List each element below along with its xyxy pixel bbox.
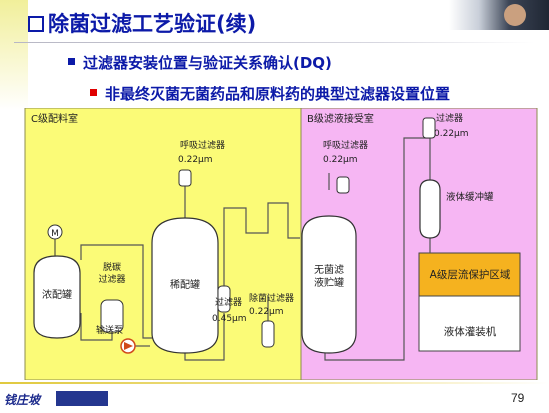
dilute-tank-label: 稀配罐 [170,278,200,291]
filling-machine [418,295,521,352]
sterile-receiving-tank [301,215,357,354]
buffer-tank-label: 液体缓冲罐 [446,191,494,203]
corner-decoration [0,0,28,110]
receiving-tank-label: 无菌滤液贮罐 [314,263,344,289]
a-grade-area-label: A级层流保护区域 [430,268,511,281]
bullet-level2-text: 非最终灭菌无菌药品和原料药的典型过滤器设置位置 [105,85,451,103]
checkbox-bullet-icon [28,16,44,32]
decarbon-filter-label: 脱碳过滤器 [98,261,125,285]
filter-layout-diagram: C级配料室 B级滤液接受室 A级层流保护区域 液体灌装机 M 浓配罐 脱碳过滤器… [24,108,538,380]
top-filter [422,117,436,139]
slide-title: 除菌过滤工艺验证(续) [28,8,256,38]
bullet-level1: 过滤器安装位置与验证关系确认(DQ) [68,52,332,73]
red-square-bullet-icon [90,89,97,96]
vent-filter-b-pore: 0.22μm [323,155,358,165]
filter-045-label: 过滤器 [215,296,242,308]
c-room-label: C级配料室 [31,112,78,125]
sterilizing-filter-label: 除菌过滤器 [249,292,294,304]
b-room-label: B级滤液接受室 [307,112,374,125]
a-grade-area [418,252,521,297]
filter-045-pore: 0.45μm [212,314,247,324]
top-filter-pore: 0.22μm [434,129,469,139]
vent-filter-b [336,176,350,194]
sterilizing-filter [261,320,275,348]
vent-filter-b-label: 呼吸过滤器 [323,139,368,151]
bullet-level2: 非最终灭菌无菌药品和原料药的典型过滤器设置位置 [90,83,450,104]
vent-filter-c [178,169,192,187]
pump-label: 输送泵 [96,324,123,336]
decarbon-filter [100,299,124,333]
page-number: 79 [511,391,525,405]
concentrate-tank-label: 浓配罐 [42,288,72,301]
slide-title-text: 除菌过滤工艺验证(续) [48,12,257,36]
filling-machine-label: 液体灌装机 [444,325,497,338]
sterilizing-filter-pore: 0.22μm [249,307,284,317]
company-name: 钱庄坡 [4,393,41,407]
title-bar: 除菌过滤工艺验证(续) [0,0,549,40]
concentrate-tank [33,255,81,339]
top-filter-label: 过滤器 [436,112,463,124]
logo-mark [56,391,108,406]
header-photo [449,0,549,30]
title-underline [14,42,534,43]
bullet-level1-text: 过滤器安装位置与验证关系确认(DQ) [83,54,332,72]
piping [80,137,431,361]
filter-045 [217,285,231,313]
vent-filter-c-pore: 0.22μm [178,155,213,165]
footer-rule [0,382,549,384]
buffer-tank [419,179,441,239]
company-logo: 钱庄坡 [2,389,112,409]
square-bullet-icon [68,58,75,65]
vent-filter-c-label: 呼吸过滤器 [180,139,225,151]
dilute-tank [151,217,219,354]
motor-label: M [51,229,59,239]
